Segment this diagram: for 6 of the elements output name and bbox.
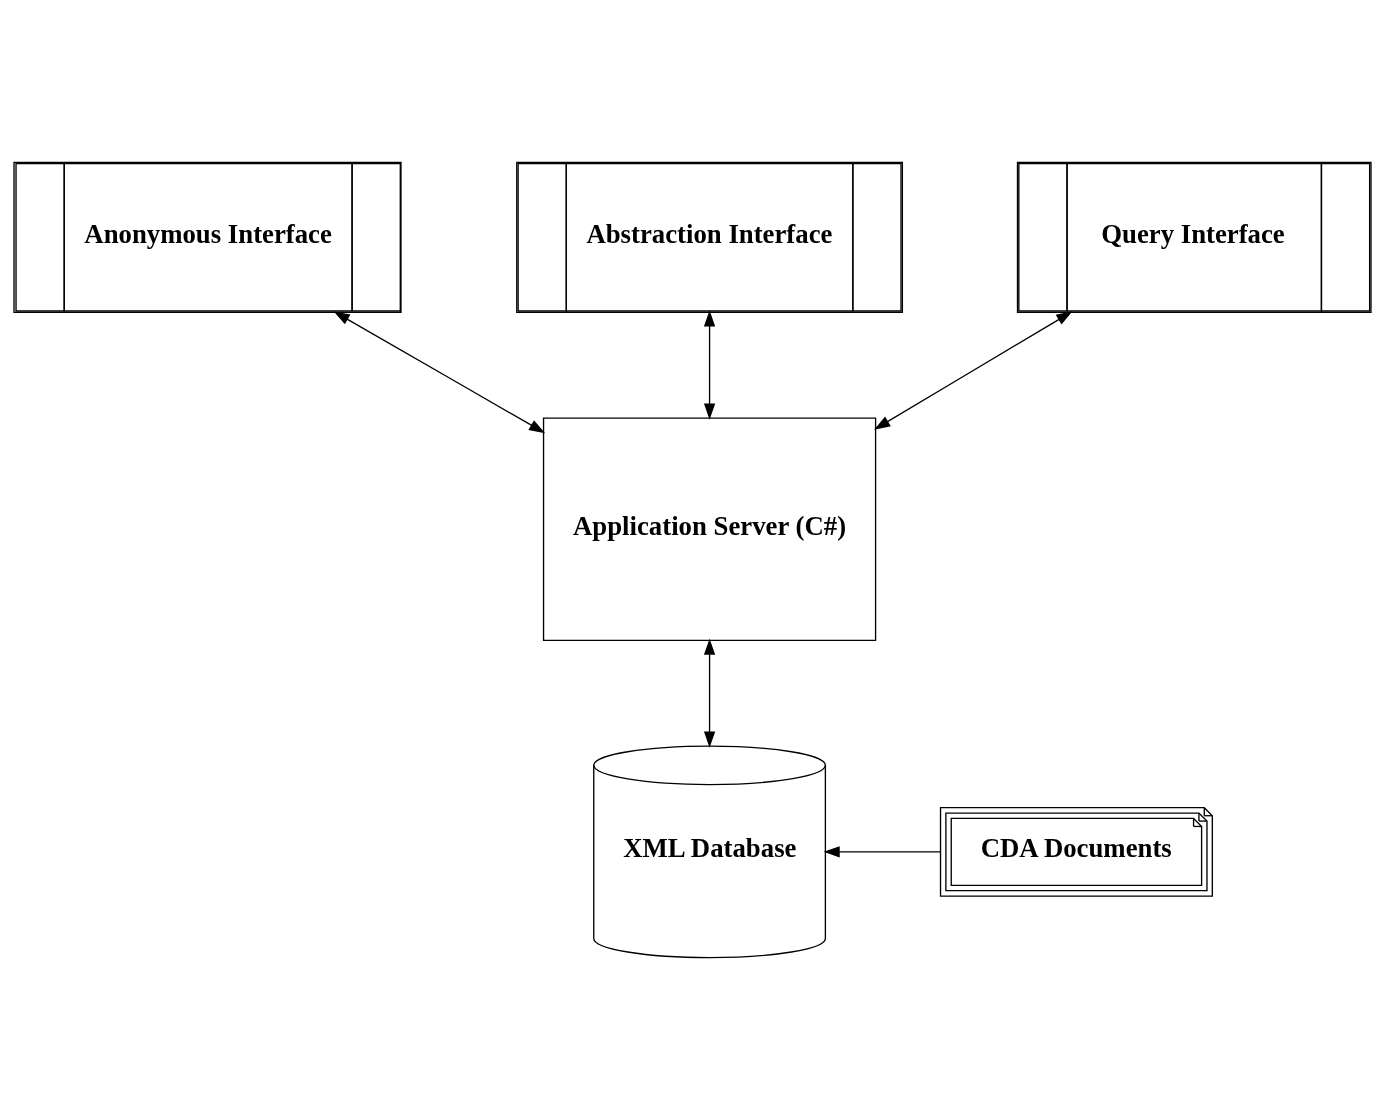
node-box: Application Server (C#) — [542, 417, 877, 641]
arrow — [703, 310, 716, 420]
arrow — [823, 846, 941, 858]
arrow — [333, 311, 546, 434]
arrow — [874, 311, 1073, 430]
arrow — [703, 638, 716, 748]
